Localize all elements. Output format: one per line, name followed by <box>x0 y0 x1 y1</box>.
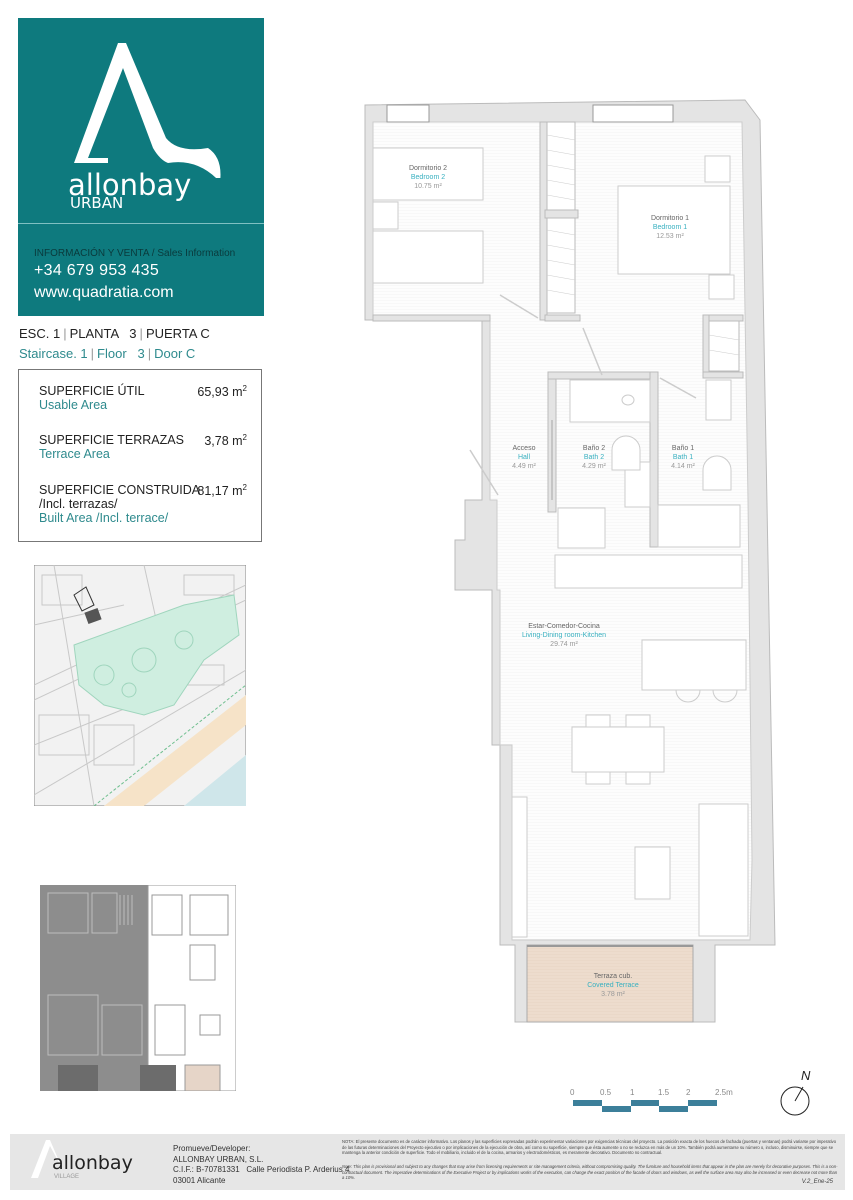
allonbay-logo-mark <box>74 43 221 178</box>
north-label: N <box>801 1068 811 1083</box>
developer-info: Promueve/Developer:ALLONBAY URBAN, S.L.C… <box>173 1144 350 1185</box>
version: V.2_Ene-25 <box>801 1179 833 1185</box>
bathtub <box>569 379 651 423</box>
shower <box>657 504 741 548</box>
label-en: Built Area /Incl. terrace/ <box>39 511 169 525</box>
floor: PLANTA 3 <box>69 326 137 341</box>
bed-2 <box>372 147 484 201</box>
floor-key-plan <box>40 885 236 1091</box>
floor-en: Floor 3 <box>97 346 145 361</box>
staircase: ESC. 1 <box>19 326 61 341</box>
area-terrace-value: 3,78 m2 <box>204 433 247 449</box>
park-area <box>73 594 240 716</box>
kitchen-island <box>641 639 747 691</box>
unit-info-es: ESC. 1|PLANTA 3|PUERTA C <box>19 326 210 341</box>
area-built-label: SUPERFICIE CONSTRUIDA/Incl. terrazas/Bui… <box>39 483 200 525</box>
furniture <box>372 147 749 938</box>
north-arrow-icon <box>780 1086 810 1116</box>
label2: /Incl. terrazas/ <box>39 497 118 511</box>
bed-1 <box>617 185 731 275</box>
kitchen-counter <box>554 554 743 589</box>
covered-terrace-floor <box>526 944 694 1023</box>
footer-logo-sub: VILLAGE <box>54 1174 80 1180</box>
unit-info-en: Staircase. 1|Floor 3|Door C <box>19 346 196 361</box>
footer-logo-mark <box>31 1140 62 1178</box>
divider <box>18 223 264 224</box>
phone-number[interactable]: +34 679 953 435 <box>34 262 160 279</box>
info-heading-en: Sales Information <box>157 248 236 259</box>
site-location-map <box>34 565 246 806</box>
staircase-en: Staircase. 1 <box>19 346 88 361</box>
sea <box>184 755 246 806</box>
unit-terrace-highlight <box>184 1064 221 1091</box>
brand-panel: allonbay URBAN INFORMACIÓN Y VENTA / Sal… <box>18 18 264 316</box>
label: SUPERFICIE CONSTRUIDA <box>39 483 201 497</box>
footer-logo-word: allonbay <box>52 1152 133 1174</box>
scale-bar <box>573 1100 717 1112</box>
floor-plan <box>364 99 776 1023</box>
beach <box>104 695 246 806</box>
label: SUPERFICIE TERRAZAS <box>39 433 184 447</box>
legal-note-es: NOTA: El presente documento es de caráct… <box>342 1139 837 1156</box>
label: SUPERFICIE ÚTIL <box>39 384 145 398</box>
info-heading: INFORMACIÓN Y VENTA / Sales Information <box>34 248 236 259</box>
footer: allonbay VILLAGE Promueve/Developer:ALLO… <box>10 1134 845 1190</box>
sofa <box>698 803 749 937</box>
door-en: Door C <box>154 346 196 361</box>
area-built-value: 81,17 m2 <box>197 483 247 499</box>
label-en: Terrace Area <box>39 447 110 461</box>
info-heading-es: INFORMACIÓN Y VENTA <box>34 248 150 259</box>
legal-note-en: Note: This plan is provisional and subje… <box>342 1164 838 1181</box>
coffee-table <box>634 846 671 900</box>
door: PUERTA C <box>145 326 210 341</box>
logo-word: allonbay <box>68 168 192 202</box>
area-usable-value: 65,93 m2 <box>197 384 247 400</box>
website-link[interactable]: www.quadratia.com <box>34 284 174 301</box>
building-marker <box>84 607 102 625</box>
logo-sub: URBAN <box>70 194 124 212</box>
dining-table <box>571 726 665 773</box>
label-en: Usable Area <box>39 398 108 412</box>
